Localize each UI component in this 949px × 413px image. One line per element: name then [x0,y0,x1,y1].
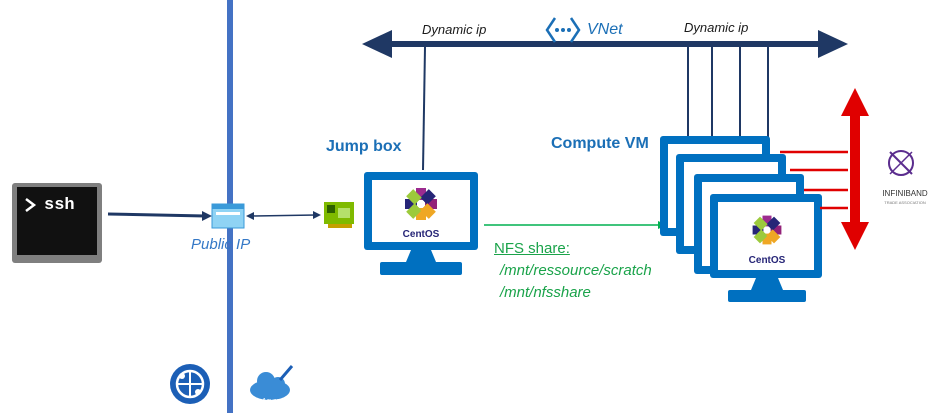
dynamic-ip-left-label: Dynamic ip [422,22,487,37]
compute-vm-stack [660,136,822,302]
ssh-to-public-ip-arrow [107,211,212,221]
nfs-path-nfsshare: /mnt/nfsshare [500,284,591,301]
vnet-label: VNet [587,21,623,38]
infiniband-logo-icon: INFINIBAND TRADE ASSOCIATION [882,150,928,205]
compute-vm-monitor [710,194,822,302]
public-ip-to-nic-arrow [246,211,321,220]
public-ip-label: Public IP [191,236,251,253]
public-ip-icon [211,203,245,229]
nfs-share-title: NFS share: [494,240,570,257]
compute-vm-label: Compute VM [551,135,649,152]
jump-box-bus-link [422,46,426,171]
nic-icon [324,202,354,228]
jump-box-label: Jump box [326,138,402,155]
azure-label: Azure [262,398,280,405]
infiniband-fabric-arrow [841,88,869,250]
infiniband-text: INFINIBAND [882,189,928,198]
nfs-share-arrow [484,221,667,229]
centos-compute-label: CentOS [749,255,786,266]
centos-jump-label: CentOS [403,229,440,240]
dynamic-ip-right-label: Dynamic ip [684,20,749,35]
infiniband-subtext: TRADE ASSOCIATION [884,200,926,205]
nfs-path-scratch: /mnt/ressource/scratch [500,262,652,279]
vnet-icon [545,17,581,43]
infiniband-links [780,150,848,210]
azure-cloud-icon: Azure [250,365,294,405]
terminal-icon [12,183,102,263]
jump-box-monitor [364,172,478,275]
vnet-bus-arrow [362,30,848,58]
azure-network-icon [170,364,210,404]
ssh-label: ssh [44,196,75,215]
